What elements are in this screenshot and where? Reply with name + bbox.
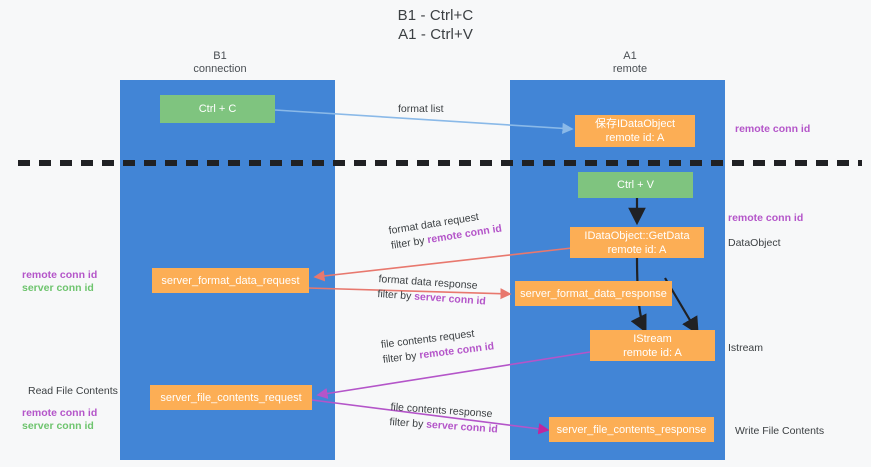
box-ctrl-v-label: Ctrl + V bbox=[617, 179, 654, 191]
box-idataobject-getdata-label: IDataObject::GetData bbox=[584, 229, 690, 242]
left-label-remote-conn-id-mid: remote conn id bbox=[22, 269, 98, 281]
edge-label-format-list-text: format list bbox=[398, 103, 444, 115]
box-save-idataobject-sub: remote id: A bbox=[605, 132, 665, 144]
box-idataobject-getdata-sub: remote id: A bbox=[607, 243, 667, 256]
box-ctrl-v[interactable]: Ctrl + V bbox=[578, 172, 693, 198]
column-header-right-line2: remote bbox=[612, 63, 648, 75]
box-server-file-contents-request[interactable]: server_file_contents_request bbox=[150, 385, 312, 410]
box-ctrl-c[interactable]: Ctrl + C bbox=[160, 95, 275, 123]
edge-label-prefix: filter by bbox=[389, 415, 427, 431]
edge-label-format-list: format list bbox=[398, 102, 444, 117]
right-label-write-file-contents: Write File Contents bbox=[735, 425, 825, 437]
box-server-format-data-request[interactable]: server_format_data_request bbox=[152, 268, 309, 293]
box-server-file-contents-response[interactable]: server_file_contents_response bbox=[549, 417, 714, 442]
right-label-istream: Istream bbox=[728, 342, 764, 354]
box-ctrl-c-label: Ctrl + C bbox=[198, 103, 237, 115]
box-server-format-data-response-label: server_format_data_response bbox=[520, 287, 667, 300]
left-label-read-file-contents: Read File Contents bbox=[28, 385, 118, 397]
box-istream[interactable]: IStream remote id: A bbox=[590, 330, 715, 361]
edge-label-prefix: filter by bbox=[377, 287, 415, 303]
right-label-remote-conn-id-top: remote conn id bbox=[735, 123, 811, 135]
edge-label-format-data-response: format data response filter by server co… bbox=[377, 272, 487, 309]
edge-label-key-server-conn-id: server conn id bbox=[425, 418, 499, 436]
edge-label-key-server-conn-id: server conn id bbox=[413, 290, 487, 308]
right-label-dataobject: DataObject bbox=[728, 237, 781, 249]
title-line-2: A1 - Ctrl+V bbox=[398, 26, 473, 43]
column-header-left: B1 connection bbox=[150, 50, 290, 76]
edge-label-format-data-request: format data request filter by remote con… bbox=[388, 207, 503, 254]
title-line-1: B1 - Ctrl+C bbox=[397, 7, 474, 24]
left-label-remote-conn-id-bot: remote conn id bbox=[22, 407, 98, 419]
box-save-idataobject-label: 保存IDataObject bbox=[594, 118, 676, 130]
box-save-idataobject[interactable]: 保存IDataObject remote id: A bbox=[575, 115, 695, 147]
right-label-remote-conn-id-mid: remote conn id bbox=[728, 212, 804, 224]
box-server-format-data-response[interactable]: server_format_data_response bbox=[515, 281, 672, 306]
edge-label-file-contents-response: file contents response filter by server … bbox=[389, 400, 499, 437]
box-server-format-data-request-label: server_format_data_request bbox=[161, 274, 300, 287]
column-header-left-line1: B1 bbox=[213, 50, 227, 62]
column-header-right-line1: A1 bbox=[623, 50, 637, 62]
box-server-file-contents-response-label: server_file_contents_response bbox=[556, 423, 707, 436]
page-title: B1 - Ctrl+C A1 - Ctrl+V bbox=[0, 6, 871, 44]
box-istream-sub: remote id: A bbox=[623, 346, 682, 359]
edge-label-file-contents-request: file contents request filter by remote c… bbox=[380, 324, 495, 367]
left-label-server-conn-id-bot: server conn id bbox=[22, 420, 94, 432]
box-istream-label: IStream bbox=[633, 332, 672, 345]
column-header-right: A1 remote bbox=[560, 50, 700, 76]
column-header-left-line2: connection bbox=[193, 63, 247, 75]
edge-label-prefix: filter by bbox=[382, 349, 421, 366]
box-server-file-contents-request-label: server_file_contents_request bbox=[160, 391, 302, 404]
box-idataobject-getdata[interactable]: IDataObject::GetData remote id: A bbox=[570, 227, 704, 258]
left-label-server-conn-id-mid: server conn id bbox=[22, 282, 94, 294]
